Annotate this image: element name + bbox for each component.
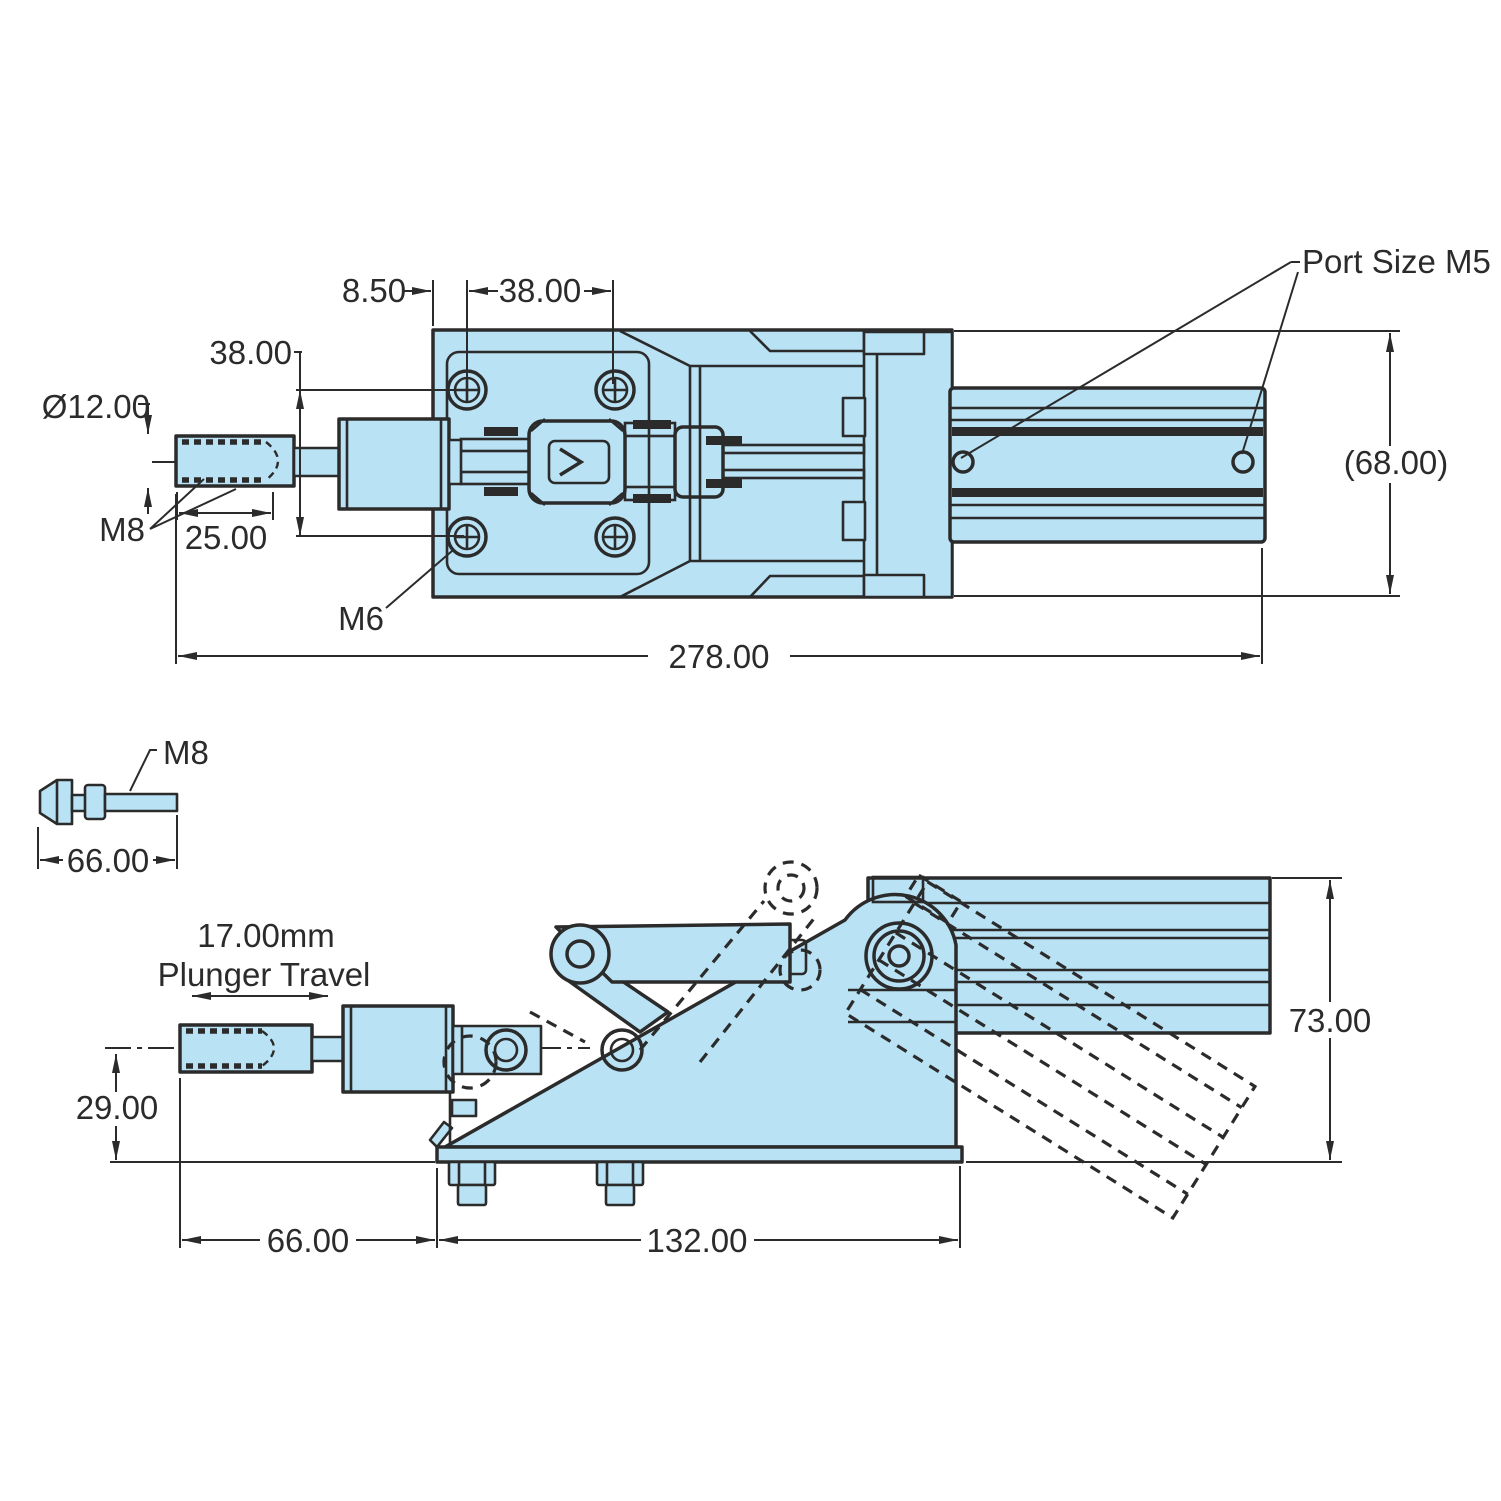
thread-m8-label-detail: M8	[163, 734, 209, 771]
dim-lines-top	[138, 261, 1449, 676]
clamp-main-body	[443, 892, 958, 1149]
t-bolt	[595, 1160, 645, 1207]
side-view-drawing: 17.00mm Plunger Travel 29.00 66.00 132.0…	[74, 860, 1377, 1259]
thread-m8-label-top: M8	[99, 511, 145, 548]
dim-25-label: 25.00	[185, 519, 268, 556]
cylinder-head-cap	[841, 330, 954, 599]
rod-clevis	[451, 1024, 543, 1076]
top-view-drawing: 8.50 38.00 38.00 Ø12.00 M8 25.00 M6 278.…	[42, 243, 1491, 676]
dim-38-horizontal-label: 38.00	[499, 272, 582, 309]
screw-icon	[594, 369, 636, 411]
mount-hole-m6-label: M6	[338, 600, 384, 637]
port-size-label: Port Size M5	[1302, 243, 1491, 280]
dim-38-vertical-label: 38.00	[209, 334, 292, 371]
plunger-rod-side	[178, 1004, 455, 1094]
dim-66-detail-label: 66.00	[67, 842, 150, 879]
toggle-mechanism-top	[459, 418, 866, 506]
dim-66-side-label: 66.00	[267, 1222, 350, 1259]
dim-68-label: (68.00)	[1344, 444, 1449, 481]
bolt-shaft	[103, 792, 179, 813]
dim-132-label: 132.00	[647, 1222, 748, 1259]
body-foot	[428, 1120, 454, 1149]
travel-value-label: 17.00mm	[197, 917, 335, 954]
screw-icon	[594, 516, 636, 558]
dim-lines-detail	[37, 749, 178, 877]
t-bolt	[447, 1160, 497, 1207]
dim-8-50-label: 8.50	[342, 272, 406, 309]
dim-lines-side	[74, 877, 1377, 1258]
dim-73-label: 73.00	[1289, 1002, 1372, 1039]
dim-278-label: 278.00	[669, 638, 770, 675]
plunger-detail-drawing: M8 66.00	[37, 734, 209, 879]
bolt-nut	[83, 783, 107, 821]
air-port-front	[951, 450, 975, 474]
plunger-rod-top	[174, 417, 463, 511]
toggle-lever	[549, 922, 792, 1072]
dim-29-label: 29.00	[76, 1089, 159, 1126]
dim-diameter-12-label: Ø12.00	[42, 388, 150, 425]
cylinder-tube	[948, 386, 1267, 544]
base-plate	[435, 1145, 964, 1164]
travel-caption-label: Plunger Travel	[158, 956, 371, 993]
lever-pivot-hole	[565, 939, 595, 969]
open-position-phantom	[442, 860, 1258, 1221]
